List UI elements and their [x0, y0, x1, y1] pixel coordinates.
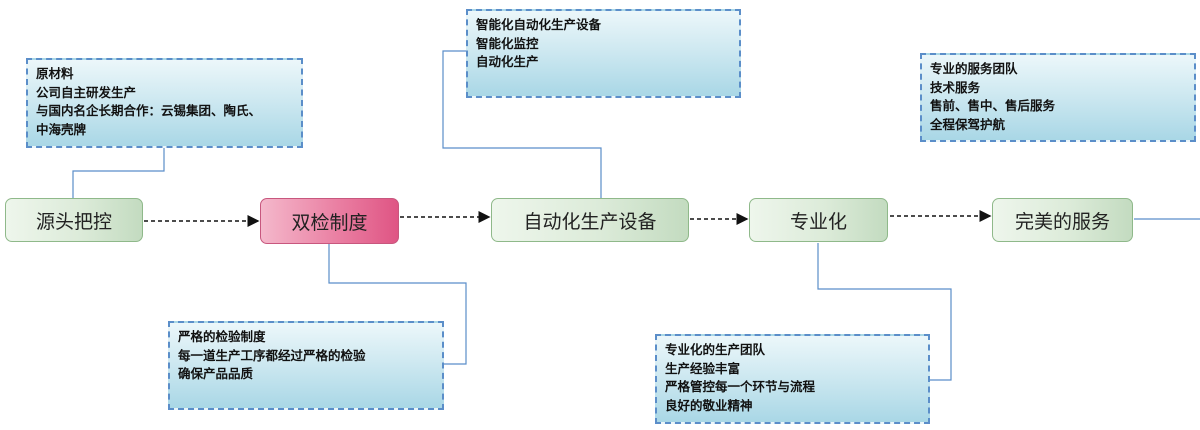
link-raw-materials — [72, 148, 165, 198]
note-line: 良好的敬业精神 — [665, 397, 753, 413]
note-line: 售前、售中、售后服务 — [930, 98, 1056, 113]
note-line: 智能化监控 — [476, 35, 539, 51]
note-line: 严格的检验制度 — [178, 329, 266, 344]
link-team — [817, 243, 952, 381]
link-inspection — [328, 244, 467, 365]
link-equipment — [442, 50, 602, 198]
note-line: 专业的服务团队 — [930, 61, 1018, 76]
note-line: 中海壳牌 — [36, 121, 87, 137]
note-line: 技术服务 — [930, 79, 981, 95]
note-inspection: 严格的检验制度 每一道生产工序都经过严格的检验 确保产品品质 — [168, 321, 444, 410]
note-team: 专业化的生产团队 生产经验丰富 严格管控每一个环节与流程 良好的敬业精神 — [655, 334, 930, 424]
node-double-inspection-label: 双检制度 — [291, 211, 368, 234]
node-source-control: 源头把控 — [5, 198, 143, 242]
node-automated-equipment-label: 自动化生产设备 — [523, 210, 657, 233]
note-line: 智能化自动化生产设备 — [476, 17, 602, 32]
note-line: 公司自主研发生产 — [36, 84, 137, 100]
node-double-inspection: 双检制度 — [260, 198, 399, 244]
note-equipment: 智能化自动化生产设备 智能化监控 自动化生产 — [466, 9, 741, 98]
note-service: 专业的服务团队 技术服务 售前、售中、售后服务 全程保驾护航 — [920, 53, 1196, 142]
note-raw-materials: 原材料 公司自主研发生产 与国内名企长期合作：云锡集团、陶氏、 中海壳牌 — [26, 58, 303, 148]
note-line: 原材料 — [36, 66, 74, 81]
node-specialization: 专业化 — [749, 198, 888, 242]
note-line: 严格管控每一个环节与流程 — [665, 379, 816, 394]
note-line: 生产经验丰富 — [665, 360, 741, 376]
node-specialization-label: 专业化 — [789, 210, 847, 233]
note-line: 全程保驾护航 — [930, 116, 1006, 132]
note-line: 自动化生产 — [476, 54, 539, 69]
note-line: 专业化的生产团队 — [665, 342, 766, 357]
node-perfect-service-label: 完美的服务 — [1014, 210, 1110, 233]
note-line: 每一道生产工序都经过严格的检验 — [178, 347, 366, 363]
node-automated-equipment: 自动化生产设备 — [491, 198, 689, 242]
node-perfect-service: 完美的服务 — [992, 198, 1133, 242]
note-line: 与国内名企长期合作：云锡集团、陶氏、 — [36, 103, 262, 118]
node-source-control-label: 源头把控 — [35, 210, 112, 233]
note-line: 确保产品品质 — [178, 366, 254, 381]
